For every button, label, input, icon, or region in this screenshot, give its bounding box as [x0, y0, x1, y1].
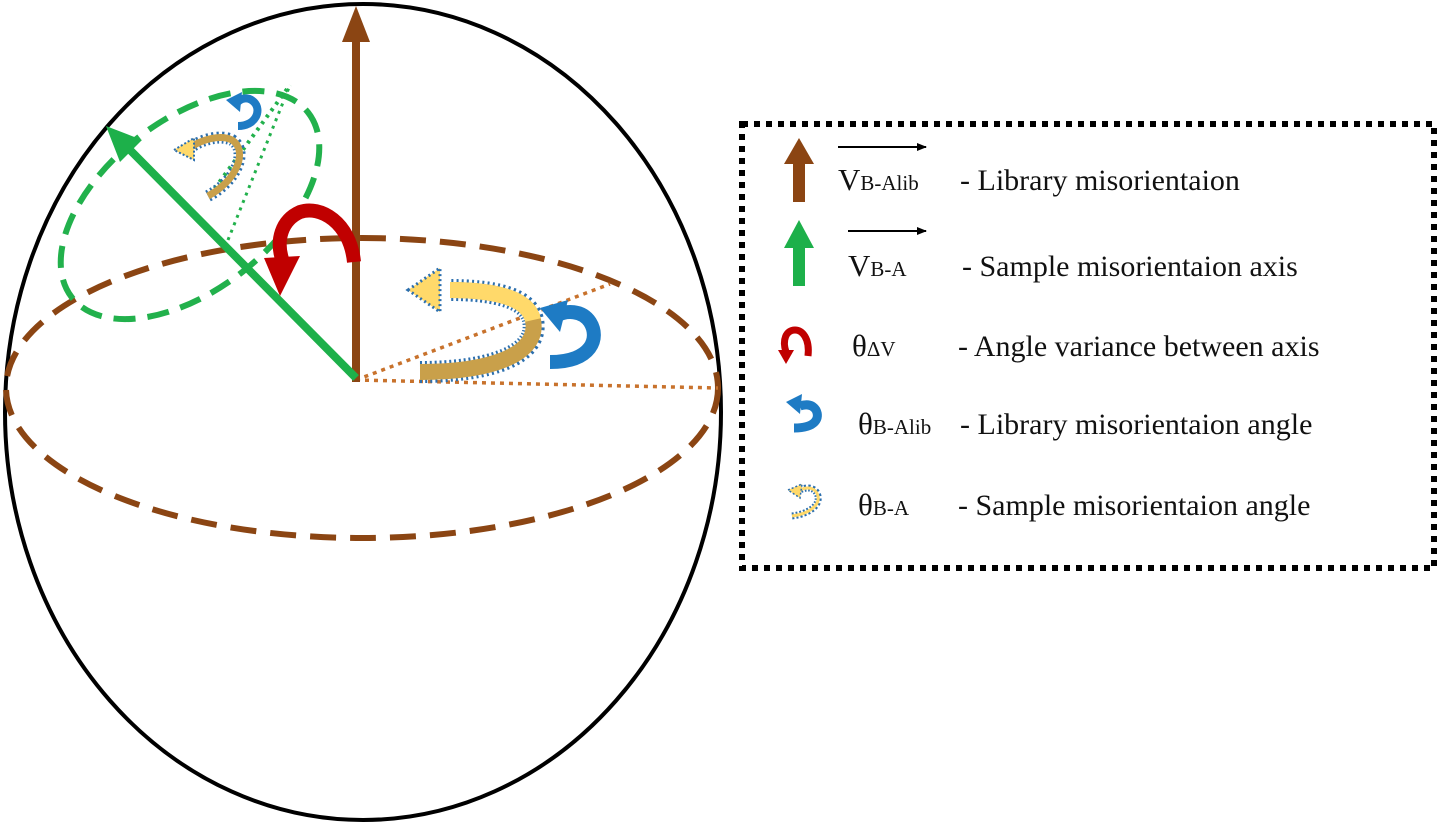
angle-variance-arrow	[264, 203, 361, 296]
dotted-line-lower	[355, 378, 719, 390]
legend-symbol-sample-angle: θB-A	[858, 487, 910, 522]
green-up-arrow-icon	[784, 220, 814, 286]
red-curved-arrow-icon	[778, 326, 812, 364]
green-dashed-ellipse	[57, 87, 323, 323]
library-angle-arrow-large	[540, 300, 601, 369]
brown-up-arrow-icon	[784, 138, 814, 202]
yellow-dotted-curved-arrow-icon	[786, 482, 822, 520]
legend-desc-library-angle: - Library misorientaion angle	[960, 408, 1312, 441]
legend-desc-sample-axis: - Sample misorientaion axis	[962, 250, 1298, 283]
blue-curved-arrow-icon	[786, 394, 822, 433]
dotted-line-upper	[355, 282, 611, 382]
legend-desc-library-axis: - Library misorientaion	[960, 164, 1240, 197]
sample-angle-arrow-small	[171, 131, 246, 202]
sample-angle-arrow-large	[405, 265, 545, 383]
legend-box	[739, 121, 1437, 571]
library-angle-arrow-small	[226, 92, 262, 130]
green-dotted-line-a	[208, 83, 292, 197]
legend-symbol-angle-variance: θΔV	[852, 328, 896, 363]
sphere-outline	[3, 2, 723, 822]
legend-symbol-sample-axis: VB-A	[848, 248, 907, 283]
equator-dashed-ellipse	[3, 235, 721, 541]
legend-symbol-library-angle: θB-Alib	[858, 406, 931, 441]
legend-desc-angle-variance: - Angle variance between axis	[958, 330, 1320, 363]
legend-symbol-library-axis: VB-Alib	[838, 162, 919, 197]
sample-axis-arrow	[106, 126, 359, 381]
library-axis-arrow	[342, 6, 370, 382]
legend-desc-sample-angle: - Sample misorientaion angle	[958, 489, 1310, 522]
